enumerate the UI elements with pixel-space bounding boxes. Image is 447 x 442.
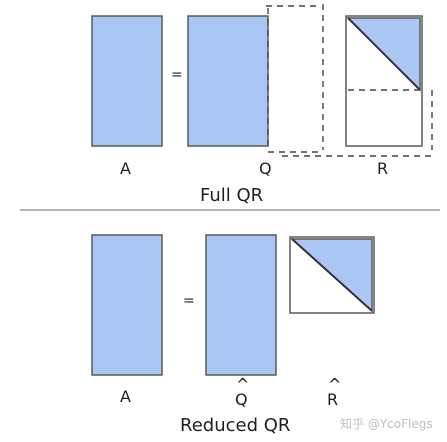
reduced-a-matrix: [91, 234, 163, 376]
full-r-dashed-extension: [282, 90, 433, 157]
reduced-r-diagonal: [291, 238, 373, 312]
reduced-qr-section: = A ^ Q ^ R Reduced QR: [91, 234, 375, 436]
reduced-r-label: R: [327, 390, 338, 409]
reduced-q-label: Q: [235, 390, 248, 409]
full-a-matrix: [91, 15, 163, 147]
watermark: 知乎 @YcoFlegs: [340, 417, 433, 431]
full-q-label: Q: [259, 159, 272, 178]
reduced-equals-sign: =: [183, 293, 195, 309]
full-r-diagonal: [347, 17, 421, 91]
full-qr-section: = A Q R Full QR: [91, 4, 433, 206]
reduced-q-matrix: [205, 234, 277, 376]
reduced-q-hat: ^: [236, 375, 249, 394]
full-a-label: A: [120, 159, 131, 178]
reduced-r-hat: ^: [328, 375, 341, 394]
reduced-qr-caption: Reduced QR: [180, 415, 290, 436]
full-q-dashed-extension: [266, 4, 324, 153]
full-qr-caption: Full QR: [200, 185, 263, 206]
full-equals-sign: =: [171, 67, 183, 83]
full-r-label: R: [377, 159, 388, 178]
full-q-matrix: [187, 15, 269, 147]
reduced-a-label: A: [120, 387, 131, 406]
